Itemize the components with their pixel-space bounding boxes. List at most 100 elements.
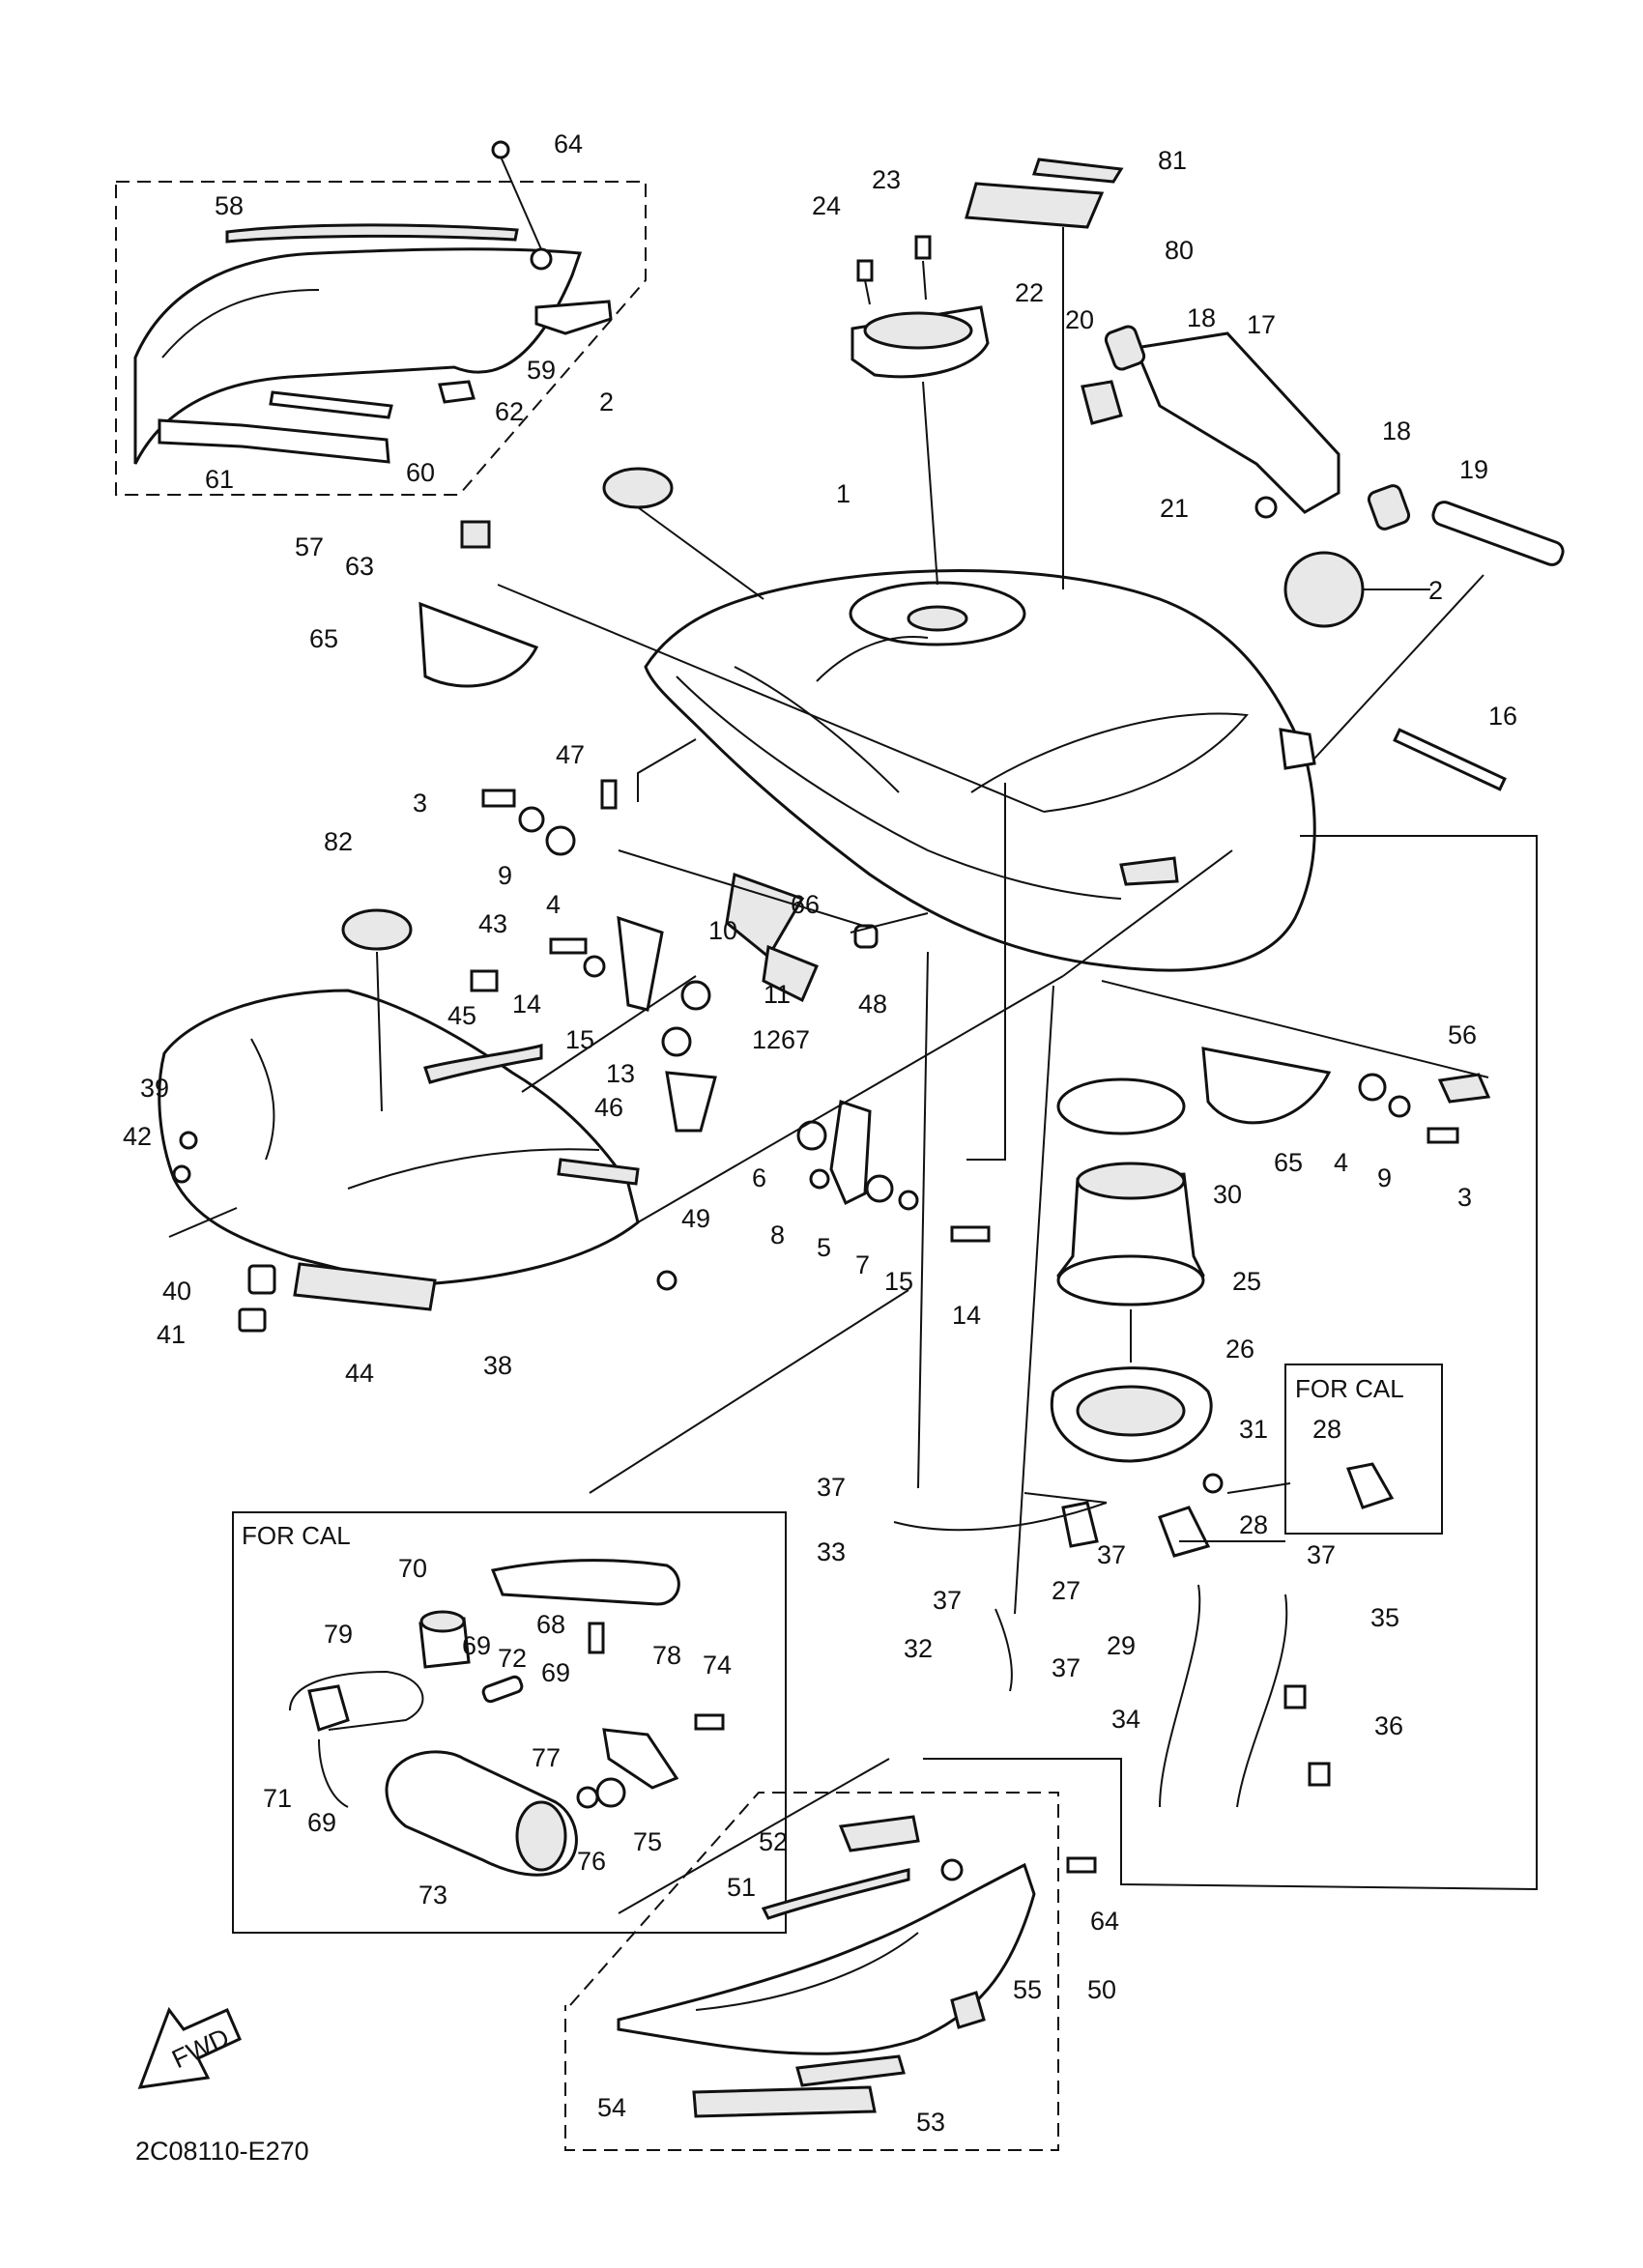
callout-15-right: 15	[884, 1267, 913, 1296]
callout-52: 52	[759, 1827, 788, 1856]
collar-11	[680, 980, 711, 1011]
hose-68	[490, 1559, 680, 1606]
side-panel-65-right	[1201, 1047, 1332, 1125]
callout-75: 75	[633, 1827, 662, 1856]
washer-42	[172, 1164, 191, 1184]
callout-35: 35	[1370, 1603, 1399, 1632]
pad-67	[762, 944, 819, 1003]
damper-4-left	[545, 825, 576, 856]
callout-65-right: 65	[1274, 1148, 1303, 1177]
callout-44: 44	[345, 1359, 374, 1388]
callout-25: 25	[1232, 1267, 1261, 1296]
callout-13: 13	[606, 1059, 635, 1088]
fitting-36a	[1283, 1684, 1307, 1709]
callout-10: 10	[708, 916, 737, 945]
hose-32	[994, 1608, 1013, 1692]
callout-23: 23	[872, 165, 901, 194]
pad-52	[838, 1815, 920, 1852]
pad-54	[692, 2085, 877, 2118]
callout-42: 42	[123, 1122, 152, 1151]
drawing-code: 2C08110-E270	[135, 2137, 309, 2166]
callout-29: 29	[1107, 1631, 1136, 1660]
bolt-47	[600, 779, 618, 810]
callout-47: 47	[556, 740, 585, 769]
callout-6: 6	[752, 1163, 766, 1192]
side-cover-assembly-group	[564, 1792, 1097, 2151]
callout-77: 77	[532, 1743, 561, 1772]
callout-32: 32	[904, 1634, 933, 1663]
hose-79	[289, 1670, 424, 1731]
callout-3-right: 3	[1457, 1183, 1472, 1212]
callout-28-cal: 28	[1312, 1415, 1341, 1444]
seat-pad-59	[534, 300, 613, 335]
callout-31: 31	[1239, 1415, 1268, 1444]
callout-59: 59	[527, 356, 556, 385]
decal-group	[965, 158, 1124, 589]
callout-16: 16	[1488, 702, 1517, 731]
bolt-23	[914, 235, 932, 260]
bolt-14-left	[549, 937, 588, 955]
callout-66: 66	[791, 890, 820, 919]
pad-63	[460, 520, 491, 549]
damper-40	[247, 1264, 276, 1295]
collar-41	[238, 1307, 267, 1333]
callout-2-left: 2	[599, 388, 614, 416]
grommet-64-lower	[940, 1858, 964, 1881]
callout-64-lower: 64	[1090, 1907, 1119, 1936]
fuel-cap-group	[850, 235, 990, 586]
seat-pad-61	[158, 418, 390, 464]
seat-pad-62	[438, 380, 476, 404]
callout-21: 21	[1160, 494, 1189, 523]
callout-14-left: 14	[512, 990, 541, 1019]
strip-44	[293, 1262, 437, 1311]
breather-filter-18a	[1104, 325, 1146, 371]
seat-cover-assembly-group	[115, 140, 647, 496]
callout-5: 5	[817, 1233, 831, 1262]
washer-15-left	[583, 955, 606, 978]
screw-39	[179, 1131, 198, 1150]
pad-53	[795, 2054, 906, 2087]
seat-screw-64-head	[491, 140, 510, 159]
callout-27: 27	[1052, 1576, 1081, 1605]
hose-33	[893, 1502, 1108, 1532]
callout-71: 71	[263, 1784, 292, 1813]
callout-37-c: 37	[933, 1586, 962, 1615]
seat-cover-part	[133, 247, 583, 465]
callout-30: 30	[1213, 1180, 1242, 1209]
callout-73: 73	[418, 1880, 447, 1909]
seat-grommet-64	[530, 247, 553, 271]
trim-45	[423, 1044, 543, 1084]
seal-2-right	[1283, 551, 1365, 628]
bracket-71	[307, 1684, 350, 1732]
callout-51: 51	[727, 1873, 756, 1902]
pad-55	[950, 1991, 986, 2029]
bolt-24	[856, 259, 874, 282]
callout-17: 17	[1247, 310, 1276, 339]
callout-63: 63	[345, 552, 374, 581]
fuel-tank-emblem-mount	[1119, 856, 1179, 886]
callout-45: 45	[447, 1001, 476, 1030]
callout-4-left: 4	[546, 890, 561, 919]
canister-group: FOR CAL	[232, 1511, 787, 1934]
bracket-10	[617, 915, 664, 1012]
decal-81	[1031, 158, 1124, 184]
emblem-82	[341, 908, 413, 951]
fitting-36b	[1308, 1762, 1331, 1787]
callout-9-left: 9	[498, 861, 512, 890]
bolt-3-left	[481, 789, 516, 808]
callout-22: 22	[1015, 278, 1044, 307]
hose-34	[1159, 1584, 1201, 1808]
for-cal-box-left	[232, 1511, 787, 1934]
callout-15-left: 15	[565, 1025, 594, 1054]
bolt-49	[656, 1270, 677, 1291]
callout-60: 60	[406, 458, 435, 487]
washer-9-right	[1388, 1095, 1411, 1118]
callout-69-a: 69	[462, 1631, 491, 1660]
damper-12	[661, 1026, 692, 1057]
for-cal-label-right: FOR CAL	[1295, 1374, 1404, 1403]
callout-labels: 64 58 59 62 60 61 57 63 65 2 1 24 23 22 …	[123, 129, 1517, 2137]
callout-34: 34	[1111, 1705, 1140, 1734]
callout-9-right: 9	[1377, 1163, 1392, 1192]
callout-8: 8	[770, 1220, 785, 1249]
